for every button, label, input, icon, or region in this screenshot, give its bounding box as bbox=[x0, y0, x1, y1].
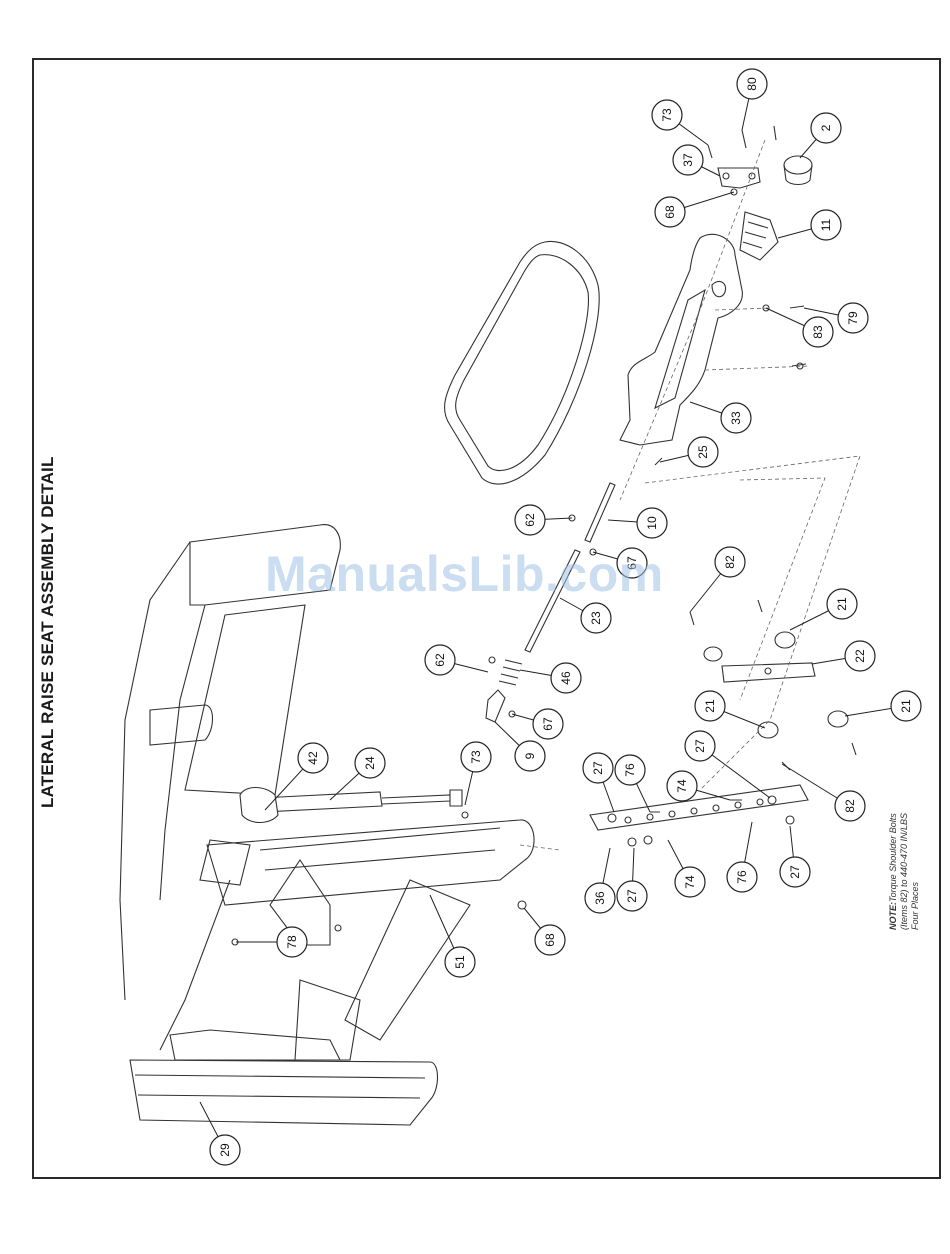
torque-note: NOTE:Torque Shoulder Bolts (Items 82) to… bbox=[888, 813, 921, 930]
note-line-2: (Items 82) to 440-470 IN/LBS bbox=[899, 813, 910, 930]
callout-73: 73 bbox=[652, 100, 708, 145]
callout-27: 27 bbox=[780, 826, 810, 887]
callout-21: 21 bbox=[695, 691, 765, 728]
callout-label: 73 bbox=[469, 750, 483, 764]
callout-82: 82 bbox=[690, 547, 745, 612]
callout-68: 68 bbox=[655, 192, 734, 227]
callout-label: 51 bbox=[453, 955, 467, 969]
callout-74: 74 bbox=[667, 771, 730, 801]
callout-76: 76 bbox=[615, 755, 650, 812]
callout-83: 83 bbox=[766, 308, 833, 347]
callout-46: 46 bbox=[520, 663, 581, 693]
callout-67: 67 bbox=[512, 709, 563, 739]
page-title: LATERAL RAISE SEAT ASSEMBLY DETAIL bbox=[38, 456, 58, 808]
callout-label: 2 bbox=[819, 124, 833, 131]
callout-22: 22 bbox=[812, 641, 875, 671]
callout-label: 78 bbox=[285, 935, 299, 949]
callout-25: 25 bbox=[660, 437, 718, 467]
callout-label: 62 bbox=[523, 513, 537, 527]
callout-label: 27 bbox=[625, 889, 639, 903]
callout-51: 51 bbox=[430, 895, 475, 977]
callout-label: 76 bbox=[735, 870, 749, 884]
callout-label: 82 bbox=[843, 799, 857, 813]
callout-label: 37 bbox=[681, 153, 695, 167]
callout-label: 76 bbox=[623, 763, 637, 777]
callout-label: 29 bbox=[218, 1143, 232, 1157]
callout-42: 42 bbox=[265, 743, 328, 810]
callout-label: 10 bbox=[645, 516, 659, 530]
callout-label: 9 bbox=[523, 752, 537, 759]
callout-78: 78 bbox=[236, 927, 307, 957]
callout-label: 67 bbox=[541, 717, 555, 731]
callout-27: 27 bbox=[583, 753, 614, 812]
callout-73: 73 bbox=[461, 742, 491, 805]
note-line-1: Torque Shoulder Bolts bbox=[888, 813, 898, 902]
callout-label: 27 bbox=[693, 739, 707, 753]
callout-label: 36 bbox=[593, 891, 607, 905]
callout-11: 11 bbox=[778, 210, 841, 240]
callout-label: 23 bbox=[589, 611, 603, 625]
callout-label: 74 bbox=[683, 875, 697, 889]
callout-label: 33 bbox=[729, 411, 743, 425]
callout-82: 82 bbox=[782, 764, 865, 821]
callout-23: 23 bbox=[560, 598, 611, 633]
callout-label: 46 bbox=[559, 671, 573, 685]
callout-label: 27 bbox=[788, 865, 802, 879]
callout-68: 68 bbox=[524, 908, 565, 955]
callout-label: 62 bbox=[433, 653, 447, 667]
callout-29: 29 bbox=[200, 1102, 240, 1165]
callout-label: 11 bbox=[819, 218, 833, 231]
callout-21: 21 bbox=[845, 691, 921, 721]
callout-label: 82 bbox=[723, 555, 737, 569]
callout-76: 76 bbox=[727, 822, 757, 892]
callout-label: 68 bbox=[663, 205, 677, 219]
callout-label: 22 bbox=[853, 649, 867, 663]
callout-label: 21 bbox=[703, 699, 717, 713]
callout-label: 27 bbox=[591, 761, 605, 775]
callout-label: 74 bbox=[675, 779, 689, 793]
callout-label: 24 bbox=[363, 756, 377, 770]
callout-62: 62 bbox=[515, 505, 572, 535]
callout-label: 68 bbox=[543, 933, 557, 947]
callout-27: 27 bbox=[617, 848, 647, 911]
callout-37: 37 bbox=[673, 145, 720, 176]
callout-label: 73 bbox=[660, 108, 674, 122]
callout-label: 25 bbox=[696, 445, 710, 459]
callout-80: 80 bbox=[737, 69, 767, 130]
callout-label: 80 bbox=[745, 77, 759, 91]
callout-24: 24 bbox=[330, 748, 385, 800]
callout-33: 33 bbox=[690, 402, 751, 433]
callout-label: 83 bbox=[811, 325, 825, 339]
callout-21: 21 bbox=[790, 589, 857, 630]
note-label: NOTE: bbox=[888, 902, 898, 930]
callout-label: 42 bbox=[306, 751, 320, 765]
callout-label: 21 bbox=[899, 699, 913, 713]
callout-74: 74 bbox=[668, 840, 705, 897]
callout-10: 10 bbox=[608, 508, 667, 538]
callout-27: 27 bbox=[685, 731, 770, 798]
callout-label: 21 bbox=[835, 597, 849, 611]
callout-62: 62 bbox=[425, 645, 488, 675]
callout-36: 36 bbox=[585, 848, 615, 913]
callout-label: 79 bbox=[846, 311, 860, 325]
callout-2: 2 bbox=[800, 113, 841, 158]
watermark: ManualsLib.com bbox=[265, 545, 664, 603]
note-line-3: Four Places bbox=[910, 813, 921, 930]
